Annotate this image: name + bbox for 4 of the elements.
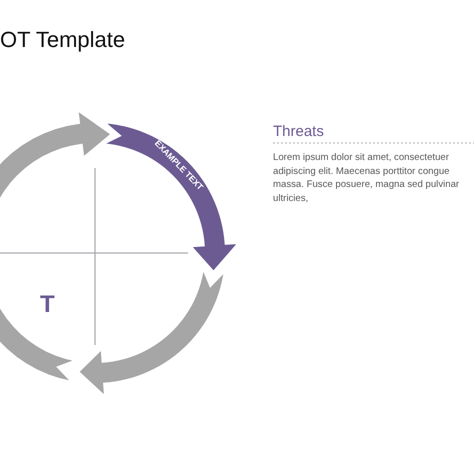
section-heading: Threats: [273, 123, 325, 141]
body-text: Lorem ipsum dolor sit amet, consectetuer adipiscing elit. Maecenas porttitor congue massa. Fusce posuere, magna sed pulvinar ultricies,: [273, 151, 460, 205]
quadrant-letter: T: [40, 291, 56, 320]
slide-title: OT Template: [0, 27, 126, 53]
